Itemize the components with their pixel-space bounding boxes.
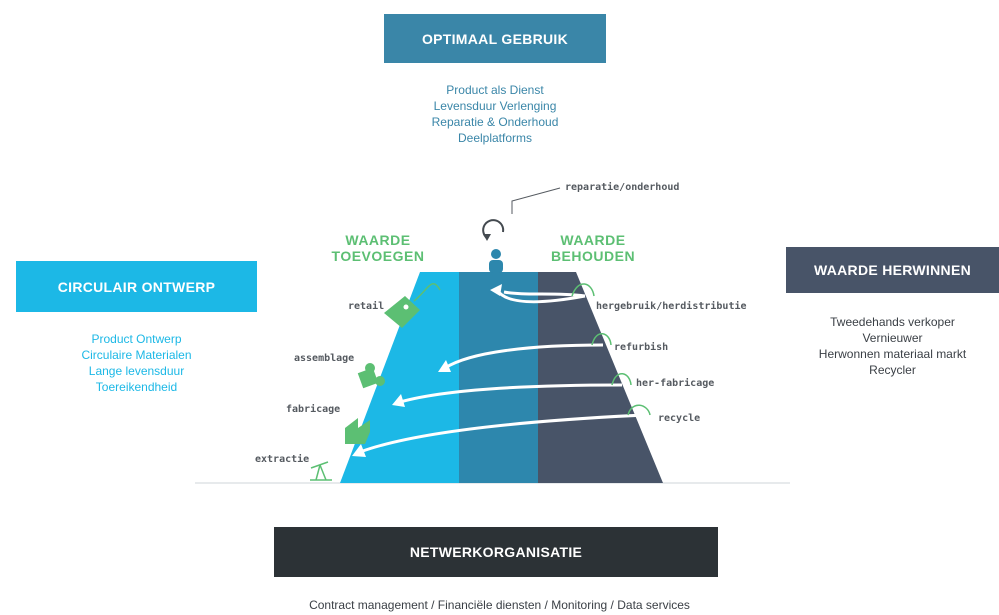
fabrication-label: fabricage [286,404,341,415]
puzzle-piece-icon [357,363,385,389]
retail-label: retail [348,301,385,312]
list-item: Toereikendheid [95,380,178,394]
return-arrow-refurbish [444,343,604,370]
network-organisation-text: Contract management / Financiële dienste… [309,598,690,612]
return-arrow-reuse [503,290,586,298]
retain-value-heading: WAARDE BEHOUDEN [550,232,636,264]
list-item: Recycler [869,363,916,377]
optimal-use-title: OPTIMAAL GEBRUIK [421,30,569,47]
repair-leader-line [511,187,561,214]
factory-icon [345,418,370,444]
value-recovery-title: WAARDE HERWINNEN [814,262,971,278]
return-arrow-recycle [359,413,646,454]
value-recovery-list: Tweedehands verkoper Vernieuwer Herwonne… [786,314,999,378]
return-arrowheads [352,284,502,457]
circular-design-list: Product Ontwerp Circulaire Materialen La… [16,331,257,395]
circular-design-box: CIRCULAIR ONTWERP [16,261,257,312]
repair-cycle-arrow-icon [482,219,505,241]
pyramid-middle-section [459,272,538,483]
recycle-label: recycle [658,413,701,424]
list-item: Circulaire Materialen [81,348,192,362]
network-organisation-title: NETWERKORGANISATIE [409,544,583,560]
assembly-label: assemblage [294,353,355,364]
price-tag-icon [384,283,441,328]
right-connector-curves [571,283,651,416]
optimal-use-list: Product als Dienst Levensduur Verlenging… [384,82,606,146]
circular-design-title: CIRCULAIR ONTWERP [57,278,216,295]
list-item: Vernieuwer [862,331,923,345]
person-icon [489,249,503,273]
return-arrow-remanufacture [399,383,623,404]
pyramid-right-section [538,272,663,483]
network-organisation-box: NETWERKORGANISATIE [274,527,718,577]
remanufacture-label: her-fabricage [636,378,715,389]
list-item: Tweedehands verkoper [830,315,955,329]
list-item: Deelplatforms [457,131,533,145]
refurbish-label: refurbish [614,342,669,353]
repair-maintenance-label: reparatie/onderhoud [565,182,680,193]
add-value-heading: WAARDE TOEVOEGEN [331,232,425,264]
reuse-redistribution-label: hergebruik/herdistributie [596,301,747,312]
value-recovery-box: WAARDE HERWINNEN [786,247,999,293]
list-item: Product Ontwerp [91,332,182,346]
list-item: Product als Dienst [446,83,544,97]
list-item: Lange levensduur [88,364,185,378]
optimal-use-box: OPTIMAAL GEBRUIK [384,14,606,63]
extraction-label: extractie [255,454,310,465]
list-item: Levensduur Verlenging [433,99,557,113]
list-item: Reparatie & Onderhoud [431,115,559,129]
list-item: Herwonnen materiaal markt [818,347,967,361]
oil-pump-icon [310,461,332,481]
